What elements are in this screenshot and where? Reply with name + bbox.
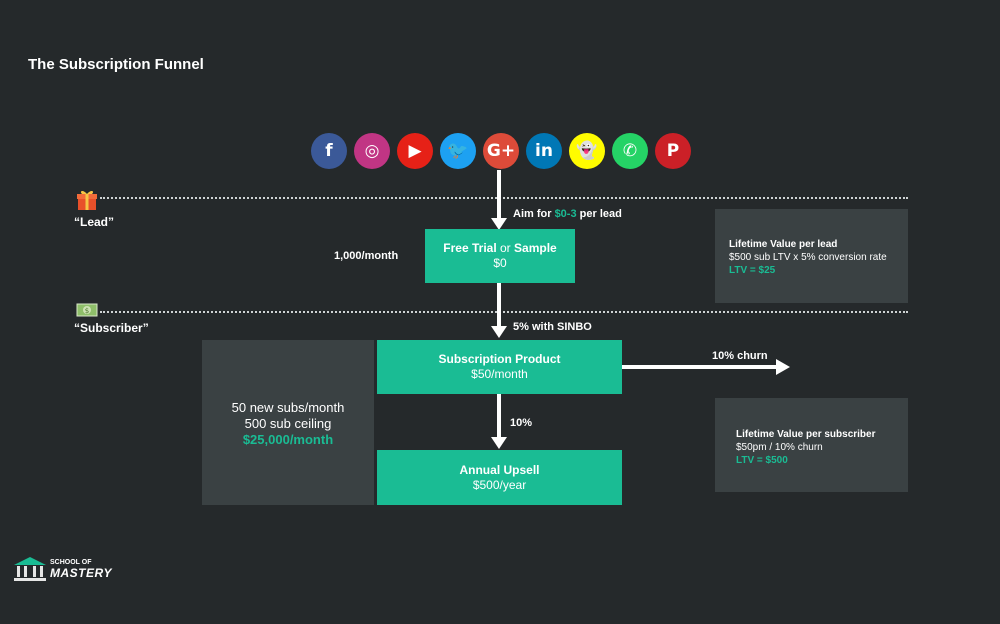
svg-text:$: $ [85, 307, 89, 315]
free-trial-box: Free Trial or Sample $0 [425, 229, 575, 283]
churn-arrow-line [622, 365, 778, 369]
lead-divider [100, 197, 908, 199]
linkedin-icon: in [526, 133, 562, 169]
logo-line2: MASTERY [50, 566, 112, 580]
subscriber-divider [100, 311, 908, 313]
money-icon: $ [76, 302, 98, 318]
subscriber-label: “Subscriber” [74, 321, 149, 335]
subscription-price: $50/month [471, 367, 528, 381]
snapchat-icon: 👻 [569, 133, 605, 169]
upsell-price: $500/year [472, 477, 527, 492]
whatsapp-icon: ✆ [612, 133, 648, 169]
free-trial-title-a: Free Trial [443, 241, 497, 255]
arrowhead-to-upsell [491, 437, 507, 449]
ltv-lead-line1: $500 sub LTV x 5% conversion rate [729, 252, 887, 263]
arrow-to-upsell [497, 394, 501, 439]
ltv-sub-title: Lifetime Value per subscriber [736, 429, 876, 440]
free-trial-title-b: Sample [514, 241, 557, 255]
twitter-icon: 🐦 [440, 133, 476, 169]
logo-line1: SCHOOL OF [50, 559, 92, 566]
youtube-icon: ▶ [397, 133, 433, 169]
subscription-box: Subscription Product $50/month [377, 340, 622, 394]
free-trial-price: $0 [493, 256, 507, 270]
aim-text: Aim for $0-3 per lead [513, 208, 622, 220]
school-of-mastery-logo-icon [13, 556, 47, 582]
instagram-icon: ◎ [354, 133, 390, 169]
arrowhead-to-trial [491, 218, 507, 230]
ltv-sub-box: Lifetime Value per subscriber $50pm / 10… [715, 398, 908, 492]
ltv-sub-line1: $50pm / 10% churn [736, 442, 823, 453]
arrow-to-trial [497, 170, 501, 222]
arrow-to-subscription [497, 283, 501, 328]
conversion-text: 5% with SINBO [513, 321, 592, 333]
arrowhead-to-subscription [491, 326, 507, 338]
upsell-title: Annual Upsell [459, 462, 540, 477]
subscription-title: Subscription Product [438, 352, 561, 366]
churn-text: 10% churn [712, 350, 768, 362]
google-plus-icon: G+ [483, 133, 519, 169]
ltv-lead-line2: LTV = $25 [729, 265, 776, 276]
leads-per-month: 1,000/month [334, 250, 399, 262]
ltv-lead-box: Lifetime Value per lead $500 sub LTV x 5… [715, 209, 908, 303]
facebook-icon: f [311, 133, 347, 169]
upsell-rate: 10% [510, 417, 533, 429]
free-trial-or: or [496, 241, 515, 255]
upsell-box: Annual Upsell $500/year [377, 450, 622, 505]
page-title: The Subscription Funnel [28, 56, 204, 73]
pinterest-icon: P [655, 133, 691, 169]
lead-label: “Lead” [74, 215, 115, 229]
gift-icon [76, 189, 98, 211]
churn-arrowhead [776, 359, 790, 375]
subs-summary-line3: $25,000/month [242, 432, 334, 447]
ltv-sub-line2: LTV = $500 [736, 455, 788, 466]
subs-summary-line2: 500 sub ceiling [244, 416, 332, 431]
subs-summary-line1: 50 new subs/month [231, 400, 345, 415]
ltv-lead-title: Lifetime Value per lead [729, 239, 838, 250]
subs-summary-box: 50 new subs/month 500 sub ceiling $25,00… [202, 340, 374, 505]
